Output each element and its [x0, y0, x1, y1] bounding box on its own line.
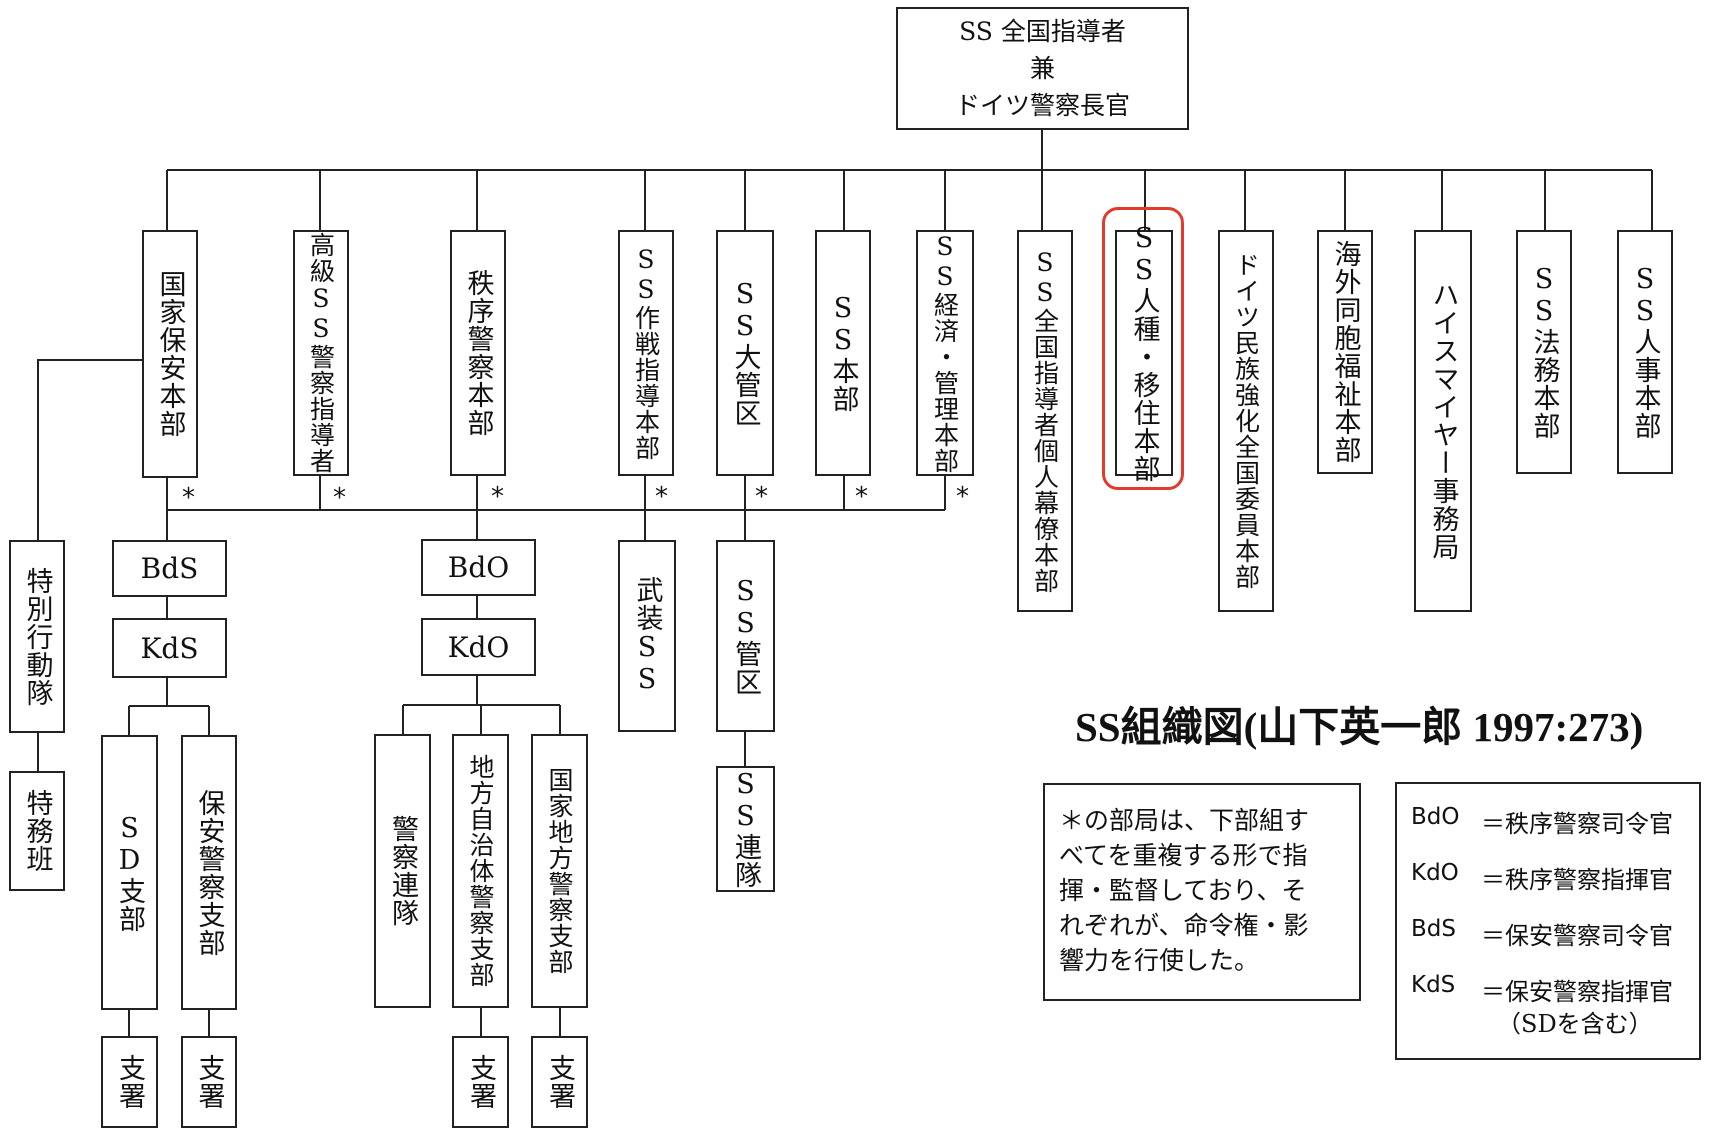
- unit-label: 特別行動隊: [21, 566, 53, 707]
- dept-label: 秩序警察本部: [462, 269, 494, 437]
- substation-box-security: 支署: [181, 1036, 237, 1128]
- unit-label: 特務班: [21, 789, 53, 873]
- asterisk-fuhrungshauptamt: *: [655, 482, 668, 512]
- special-action-box: 特別行動隊: [9, 540, 65, 733]
- unit-label: BdS: [140, 552, 199, 585]
- top-line-2: 兼: [1029, 54, 1055, 83]
- unit-label: 保安警察支部: [193, 788, 225, 957]
- legend-box: BdO ＝秩序警察司令官 KdO ＝秩序警察指揮官 BdS ＝保安警察司令官 K…: [1395, 782, 1701, 1060]
- bds-box: BdS: [112, 540, 227, 597]
- dept-box-personal-staff: SS全国指導者個人幕僚本部: [1017, 230, 1073, 612]
- legend-sub: （SDを含む）: [1497, 1010, 1653, 1038]
- dept-box-wvha: SS経済・管理本部: [916, 230, 974, 476]
- dept-label: 高級SS警察指導者: [306, 232, 336, 474]
- asterisk-ss-hauptamt: *: [855, 482, 868, 512]
- chart-title: SS組織図(山下英一郎 1997:273): [1075, 704, 1644, 750]
- dept-label: 海外同胞福祉本部: [1329, 240, 1361, 464]
- substation-box-municipal: 支署: [452, 1036, 509, 1128]
- ss-reichsfuhrer-box: SS 全国指導者 兼 ドイツ警察長官: [896, 7, 1189, 130]
- note-line: 揮・監督しており、そ: [1059, 876, 1307, 905]
- dept-box-rkfdv: ドイツ民族強化全国委員本部: [1218, 230, 1274, 612]
- dept-label: SS経済・管理本部: [930, 232, 960, 474]
- top-line-3: ドイツ警察長官: [954, 91, 1130, 120]
- dept-label: ハイスマイヤー事務局: [1427, 281, 1459, 561]
- asterisk-orpo: *: [491, 482, 504, 512]
- legend-def: ＝秩序警察司令官: [1481, 810, 1673, 838]
- police-regiment-box: 警察連隊: [374, 734, 431, 1008]
- ss-regiment-box: SS連隊: [716, 766, 775, 892]
- dept-box-vomi: 海外同胞福祉本部: [1317, 230, 1373, 474]
- legend-row: BdS ＝保安警察司令官: [1411, 916, 1689, 972]
- bdo-box: BdO: [421, 539, 536, 596]
- dept-label: ドイツ民族強化全国委員本部: [1231, 252, 1261, 590]
- special-service-box: 特務班: [9, 771, 65, 891]
- asterisk-rsha: *: [182, 483, 195, 513]
- legend-row: BdO ＝秩序警察司令官: [1411, 804, 1689, 860]
- unit-label: KdS: [140, 631, 199, 665]
- unit-label: 支署: [114, 1054, 145, 1110]
- unit-label: KdO: [447, 630, 510, 664]
- note-line: 響力を行使した。: [1059, 946, 1260, 975]
- unit-label: SD支部: [114, 812, 145, 933]
- unit-label: 警察連隊: [387, 815, 418, 927]
- security-police-branch-box: 保安警察支部: [181, 735, 237, 1010]
- dept-box-hssp: 高級SS警察指導者: [293, 230, 349, 476]
- legend-abbr: KdS: [1411, 972, 1456, 998]
- legend-def: ＝保安警察司令官: [1481, 922, 1673, 950]
- substation-box-state: 支署: [531, 1036, 588, 1128]
- legend-abbr: BdO: [1411, 804, 1460, 830]
- note-line: ＊の部局は、下部組す: [1059, 806, 1310, 835]
- dept-box-rusha: SS人種・移住本部: [1115, 223, 1173, 483]
- state-regional-police-branch-box: 国家地方警察支部: [531, 734, 588, 1008]
- asterisk-hssp: *: [333, 483, 346, 513]
- unit-label: BdO: [447, 551, 510, 584]
- legend-def: ＝秩序警察指揮官: [1481, 866, 1673, 894]
- note-line: れぞれが、命令権・影: [1059, 911, 1309, 940]
- legend-abbr: BdS: [1411, 916, 1456, 942]
- dept-box-ss-hauptamt: SS本部: [815, 230, 871, 476]
- dept-label: SS作戦指導本部: [631, 245, 661, 461]
- dept-label: SS全国指導者個人幕僚本部: [1030, 248, 1060, 594]
- dept-label: SS人事本部: [1629, 264, 1661, 440]
- note-box: ＊の部局は、下部組す べてを重複する形で指 揮・監督しており、そ れぞれが、命令…: [1043, 783, 1361, 1001]
- dept-box-oberabschnitt: SS大管区: [716, 230, 774, 476]
- note-line: べてを重複する形で指: [1059, 841, 1308, 870]
- dept-box-personnel: SS人事本部: [1617, 230, 1673, 474]
- kdo-box: KdO: [421, 618, 536, 676]
- unit-label: SS連隊: [730, 769, 761, 889]
- kds-box: KdS: [112, 618, 227, 678]
- dept-box-rsha: 国家保安本部: [142, 230, 198, 478]
- asterisk-wvha: *: [956, 482, 969, 512]
- dept-label: 国家保安本部: [154, 270, 186, 438]
- substation-box-sd: 支署: [101, 1036, 158, 1128]
- unit-label: 地方自治体警察支部: [466, 754, 495, 988]
- unit-label: SS管区: [730, 576, 761, 696]
- unit-label: 武装SS: [631, 576, 663, 696]
- unit-label: 支署: [465, 1054, 496, 1110]
- dept-box-legal: SS法務本部: [1516, 230, 1572, 474]
- waffen-ss-box: 武装SS: [618, 540, 676, 732]
- dept-label: SS法務本部: [1528, 264, 1560, 440]
- dept-label: SS本部: [827, 293, 859, 413]
- dept-label: SS大管区: [729, 279, 761, 427]
- dept-box-fuhrungshauptamt: SS作戦指導本部: [618, 230, 674, 476]
- legend-abbr: KdO: [1411, 860, 1459, 886]
- ss-district-box: SS管区: [716, 540, 775, 732]
- top-line-1: SS 全国指導者: [959, 17, 1126, 46]
- dept-label: SS人種・移住本部: [1128, 223, 1160, 483]
- dept-box-heissmeyer: ハイスマイヤー事務局: [1414, 230, 1472, 612]
- legend-row: KdO ＝秩序警察指揮官: [1411, 860, 1689, 916]
- asterisk-oberabschnitt: *: [755, 482, 768, 512]
- municipal-police-branch-box: 地方自治体警察支部: [452, 734, 509, 1008]
- sd-branch-box: SD支部: [101, 735, 158, 1010]
- legend-def: ＝保安警察指揮官: [1481, 978, 1673, 1006]
- unit-label: 国家地方警察支部: [545, 767, 574, 975]
- highlight-ring: [1102, 207, 1184, 490]
- legend-row: KdS ＝保安警察指揮官: [1411, 972, 1689, 1028]
- unit-label: 支署: [544, 1054, 575, 1110]
- unit-label: 支署: [193, 1054, 225, 1110]
- dept-box-orpo: 秩序警察本部: [450, 230, 506, 476]
